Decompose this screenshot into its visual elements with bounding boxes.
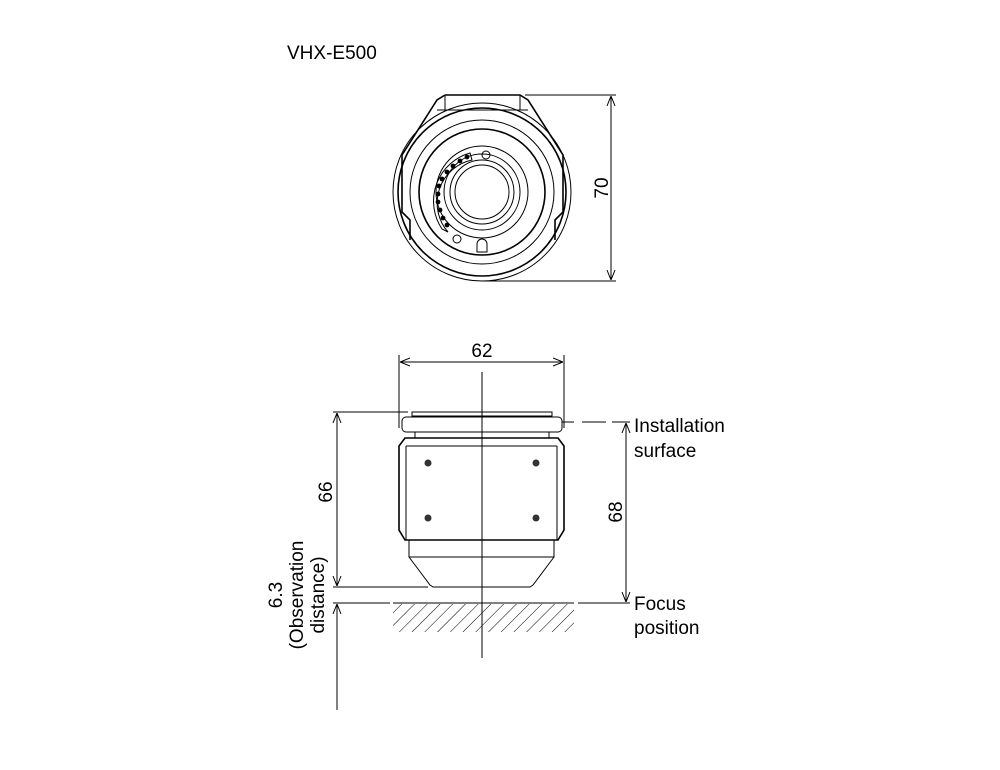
focus-label-2: position [634, 618, 700, 639]
dim-6-3: 6.3 [266, 582, 287, 608]
screw-icon [532, 459, 540, 467]
observation-label-1: (Observation [287, 541, 308, 650]
screw-icon [452, 234, 462, 244]
lens-ring [435, 145, 529, 239]
screw-icon [532, 514, 540, 522]
installation-label-2: surface [634, 441, 696, 462]
lens [449, 159, 515, 225]
dim-68: 68 [606, 501, 627, 522]
installation-label-1: Installation [634, 416, 725, 437]
model-title: VHX-E500 [287, 43, 377, 64]
body [398, 437, 565, 541]
dim-66: 66 [316, 481, 337, 502]
front-view: 70 [392, 94, 616, 282]
focus-label-1: Focus [634, 594, 686, 615]
observation-label-2: distance) [308, 556, 329, 633]
side-view: 62 66 6.3 (Observation distance) 6 [266, 341, 725, 710]
screw-icon [424, 514, 432, 522]
led-array [433, 152, 473, 233]
dim-70: 70 [592, 177, 613, 198]
screw-icon [481, 150, 491, 160]
dim-62: 62 [471, 341, 492, 362]
screw-icon [424, 459, 432, 467]
focus-plane-hatch [393, 604, 574, 632]
connector-icon [476, 238, 488, 253]
